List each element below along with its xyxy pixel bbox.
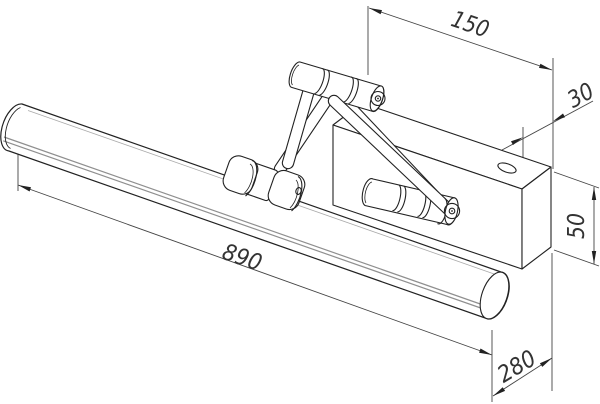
bracket-left-lobe [222,155,259,195]
arrowhead [493,387,506,396]
arrowhead [591,187,597,200]
arrowhead [553,113,565,122]
arrowhead [539,358,552,367]
dimension-150 [367,6,554,169]
dimension-line [501,100,594,151]
tube-seam [3,136,487,307]
dimension-label-50: 50 [564,213,590,239]
tube-seam [3,140,486,311]
arm-link-front [327,94,456,217]
extension-line [553,171,600,189]
upper-hinge-groove [319,69,330,96]
lower-hinge-screw-center [451,210,453,212]
lower-hinge-screw-ring [443,202,461,220]
upper-hinge-screw-center [377,97,379,100]
dimension-50 [553,171,600,267]
arrowhead [539,63,552,70]
arrowhead [479,348,492,355]
bracket-screw-hole [295,187,302,195]
dimension-line [368,7,553,71]
lower-hinge-cap [437,197,461,225]
extension-line [553,249,600,267]
tube-pivot-bracket [222,155,306,212]
upper-hinge-screw-ring [370,90,386,107]
bracket-left-lobe-cap [245,159,258,197]
lower-hinge-left-rim [364,181,373,204]
upper-hinge-groove [314,67,325,95]
dimension-line [17,184,493,356]
arm-link [328,95,455,216]
dimension-annotations [17,6,600,402]
arrowhead [369,8,382,15]
bracket-left-lobe-rim [244,163,254,194]
plate-right-face [521,166,552,270]
upper-hinge [288,61,386,113]
arrowhead [511,137,523,145]
tube-left-cap-rim [4,107,21,149]
arrowhead [591,251,597,264]
dimension-890 [17,152,493,402]
arrowhead [18,185,31,192]
upper-hinge-screw [374,95,382,102]
upper-hinge-groove [348,77,359,105]
lower-hinge-groove [397,185,407,213]
upper-hinge-left-rim [291,64,300,86]
tube-right-end-cap [479,271,510,320]
lower-hinge-screw [448,207,456,215]
mounting-hole [497,162,517,174]
bracket-right-lobe-rim [289,179,299,209]
light-tube [0,103,510,320]
upper-hinge-groove [343,76,354,103]
dimension-280 [492,253,553,397]
lower-hinge-groove [392,184,402,212]
